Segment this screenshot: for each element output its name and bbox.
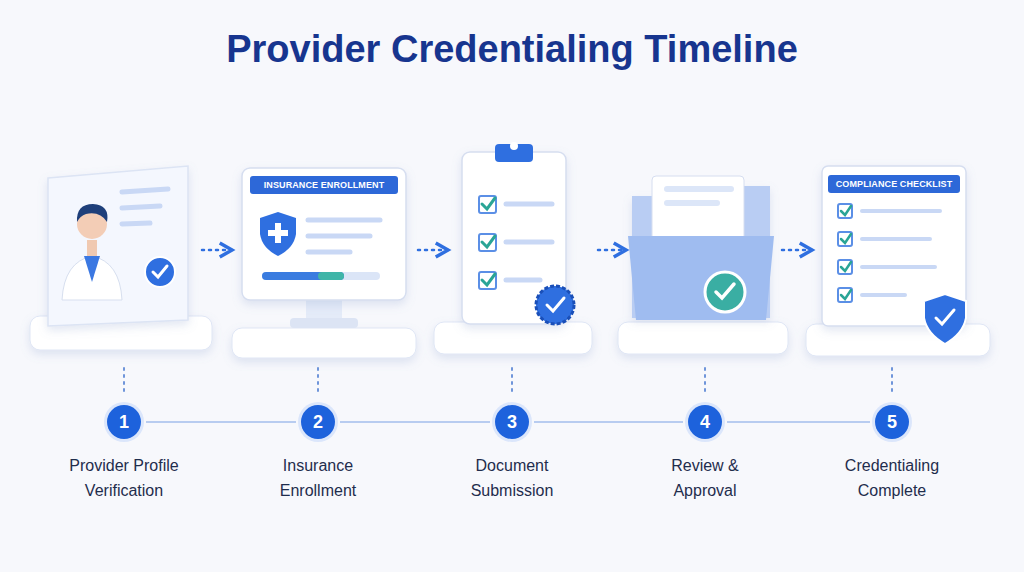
step-number: 4: [688, 405, 722, 439]
step-circle: 2Insurance Enrollment: [301, 405, 335, 439]
card-header: INSURANCE ENROLLMENT: [250, 178, 398, 192]
step-label: Insurance Enrollment: [254, 453, 382, 503]
profile-card: [48, 166, 188, 326]
step-label: Document Submission: [448, 453, 576, 503]
step-label: Provider Profile Verification: [60, 453, 188, 503]
timeline-connector: [146, 421, 296, 423]
approval-folder: [628, 176, 774, 320]
step-circle: 5Credentialing Complete: [875, 405, 909, 439]
enrollment-monitor: [242, 168, 406, 328]
flow-arrow: [202, 249, 812, 252]
diagram-title: Provider Credentialing Timeline: [0, 28, 1024, 71]
compliance-panel: [822, 166, 966, 344]
drop-line: [124, 368, 892, 396]
step-number: 2: [301, 405, 335, 439]
timeline-connector: [534, 421, 683, 423]
step-circle: 4Review & Approval: [688, 405, 722, 439]
timeline-connector: [727, 421, 870, 423]
step-label: Credentialing Complete: [828, 453, 956, 503]
document-clipboard: [462, 142, 574, 324]
timeline-connector: [340, 421, 490, 423]
step-label: Review & Approval: [641, 453, 769, 503]
step-number: 3: [495, 405, 529, 439]
step-circle: 1Provider Profile Verification: [107, 405, 141, 439]
card-header: COMPLIANCE CHECKLIST: [828, 177, 960, 191]
step-circle: 3Document Submission: [495, 405, 529, 439]
step-number: 5: [875, 405, 909, 439]
step-number: 1: [107, 405, 141, 439]
